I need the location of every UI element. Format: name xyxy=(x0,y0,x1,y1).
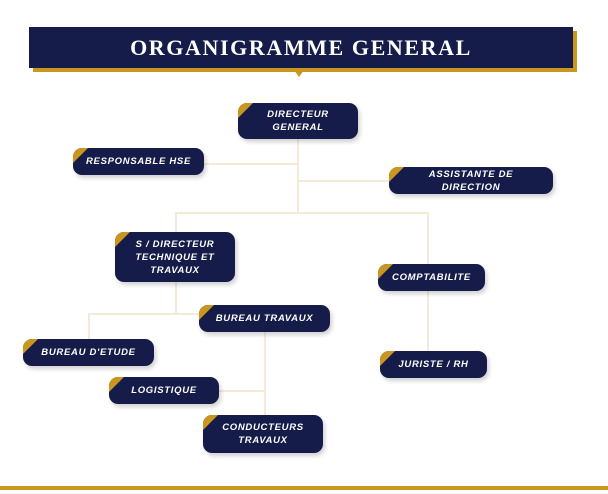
connector-sdirecteur-trunk xyxy=(175,282,177,314)
footer-divider xyxy=(0,486,608,490)
node-sous-directeur-technique[interactable]: S / DIRECTEUR TECHNIQUE ET TRAVAUX xyxy=(115,232,235,282)
connector-main-bus xyxy=(175,212,428,214)
node-label: JURISTE / RH xyxy=(398,359,469,370)
node-label: RESPONSABLE HSE xyxy=(86,156,191,167)
node-label: COMPTABILITE xyxy=(392,272,471,283)
node-bureau-travaux[interactable]: BUREAU TRAVAUX xyxy=(199,305,330,332)
connector-to-logistique xyxy=(218,390,265,392)
gold-corner-icon xyxy=(380,351,395,366)
connector-to-bureau-detude xyxy=(88,313,90,341)
node-assistante-de-direction[interactable]: ASSISTANTE DE DIRECTION xyxy=(389,167,553,194)
node-directeur-general[interactable]: DIRECTEUR GENERAL xyxy=(238,103,358,139)
node-conducteurs-travaux[interactable]: CONDUCTEURS TRAVAUX xyxy=(203,415,323,453)
node-comptabilite[interactable]: COMPTABILITE xyxy=(378,264,485,291)
gold-corner-icon xyxy=(73,148,88,163)
node-label: DIRECTEUR GENERAL xyxy=(267,109,329,133)
connector-dg-to-assistante xyxy=(297,180,389,182)
gold-corner-icon xyxy=(199,305,214,320)
connector-dg-to-hse xyxy=(204,163,298,165)
gold-corner-icon xyxy=(109,377,124,392)
node-label: BUREAU TRAVAUX xyxy=(215,313,314,324)
node-label: LOGISTIQUE xyxy=(131,385,197,396)
gold-corner-icon xyxy=(115,232,130,247)
connector-dg-trunk xyxy=(297,139,299,214)
node-juriste-rh[interactable]: JURISTE / RH xyxy=(380,351,487,378)
connector-sdirecteur-bus xyxy=(88,313,218,315)
gold-corner-icon xyxy=(238,103,253,118)
node-bureau-detude[interactable]: BUREAU D'ETUDE xyxy=(23,339,154,366)
node-label: CONDUCTEURS TRAVAUX xyxy=(222,422,304,446)
chart-title-banner: ORGANIGRAMME GENERAL xyxy=(29,27,573,68)
page-title: ORGANIGRAMME GENERAL xyxy=(130,34,472,60)
node-label: BUREAU D'ETUDE xyxy=(41,347,136,358)
node-label: ASSISTANTE DE DIRECTION xyxy=(428,168,514,193)
connector-bureau-travaux-trunk xyxy=(264,332,266,415)
node-responsable-hse[interactable]: RESPONSABLE HSE xyxy=(73,148,204,175)
node-logistique[interactable]: LOGISTIQUE xyxy=(109,377,219,404)
connector-bus-to-sdirecteur xyxy=(175,212,177,233)
gold-corner-icon xyxy=(378,264,393,279)
gold-corner-icon xyxy=(23,339,38,354)
banner-arrow-icon xyxy=(294,70,304,77)
node-label: S / DIRECTEUR TECHNIQUE ET TRAVAUX xyxy=(135,238,215,276)
gold-corner-icon xyxy=(203,415,218,430)
gold-corner-icon xyxy=(389,167,404,182)
